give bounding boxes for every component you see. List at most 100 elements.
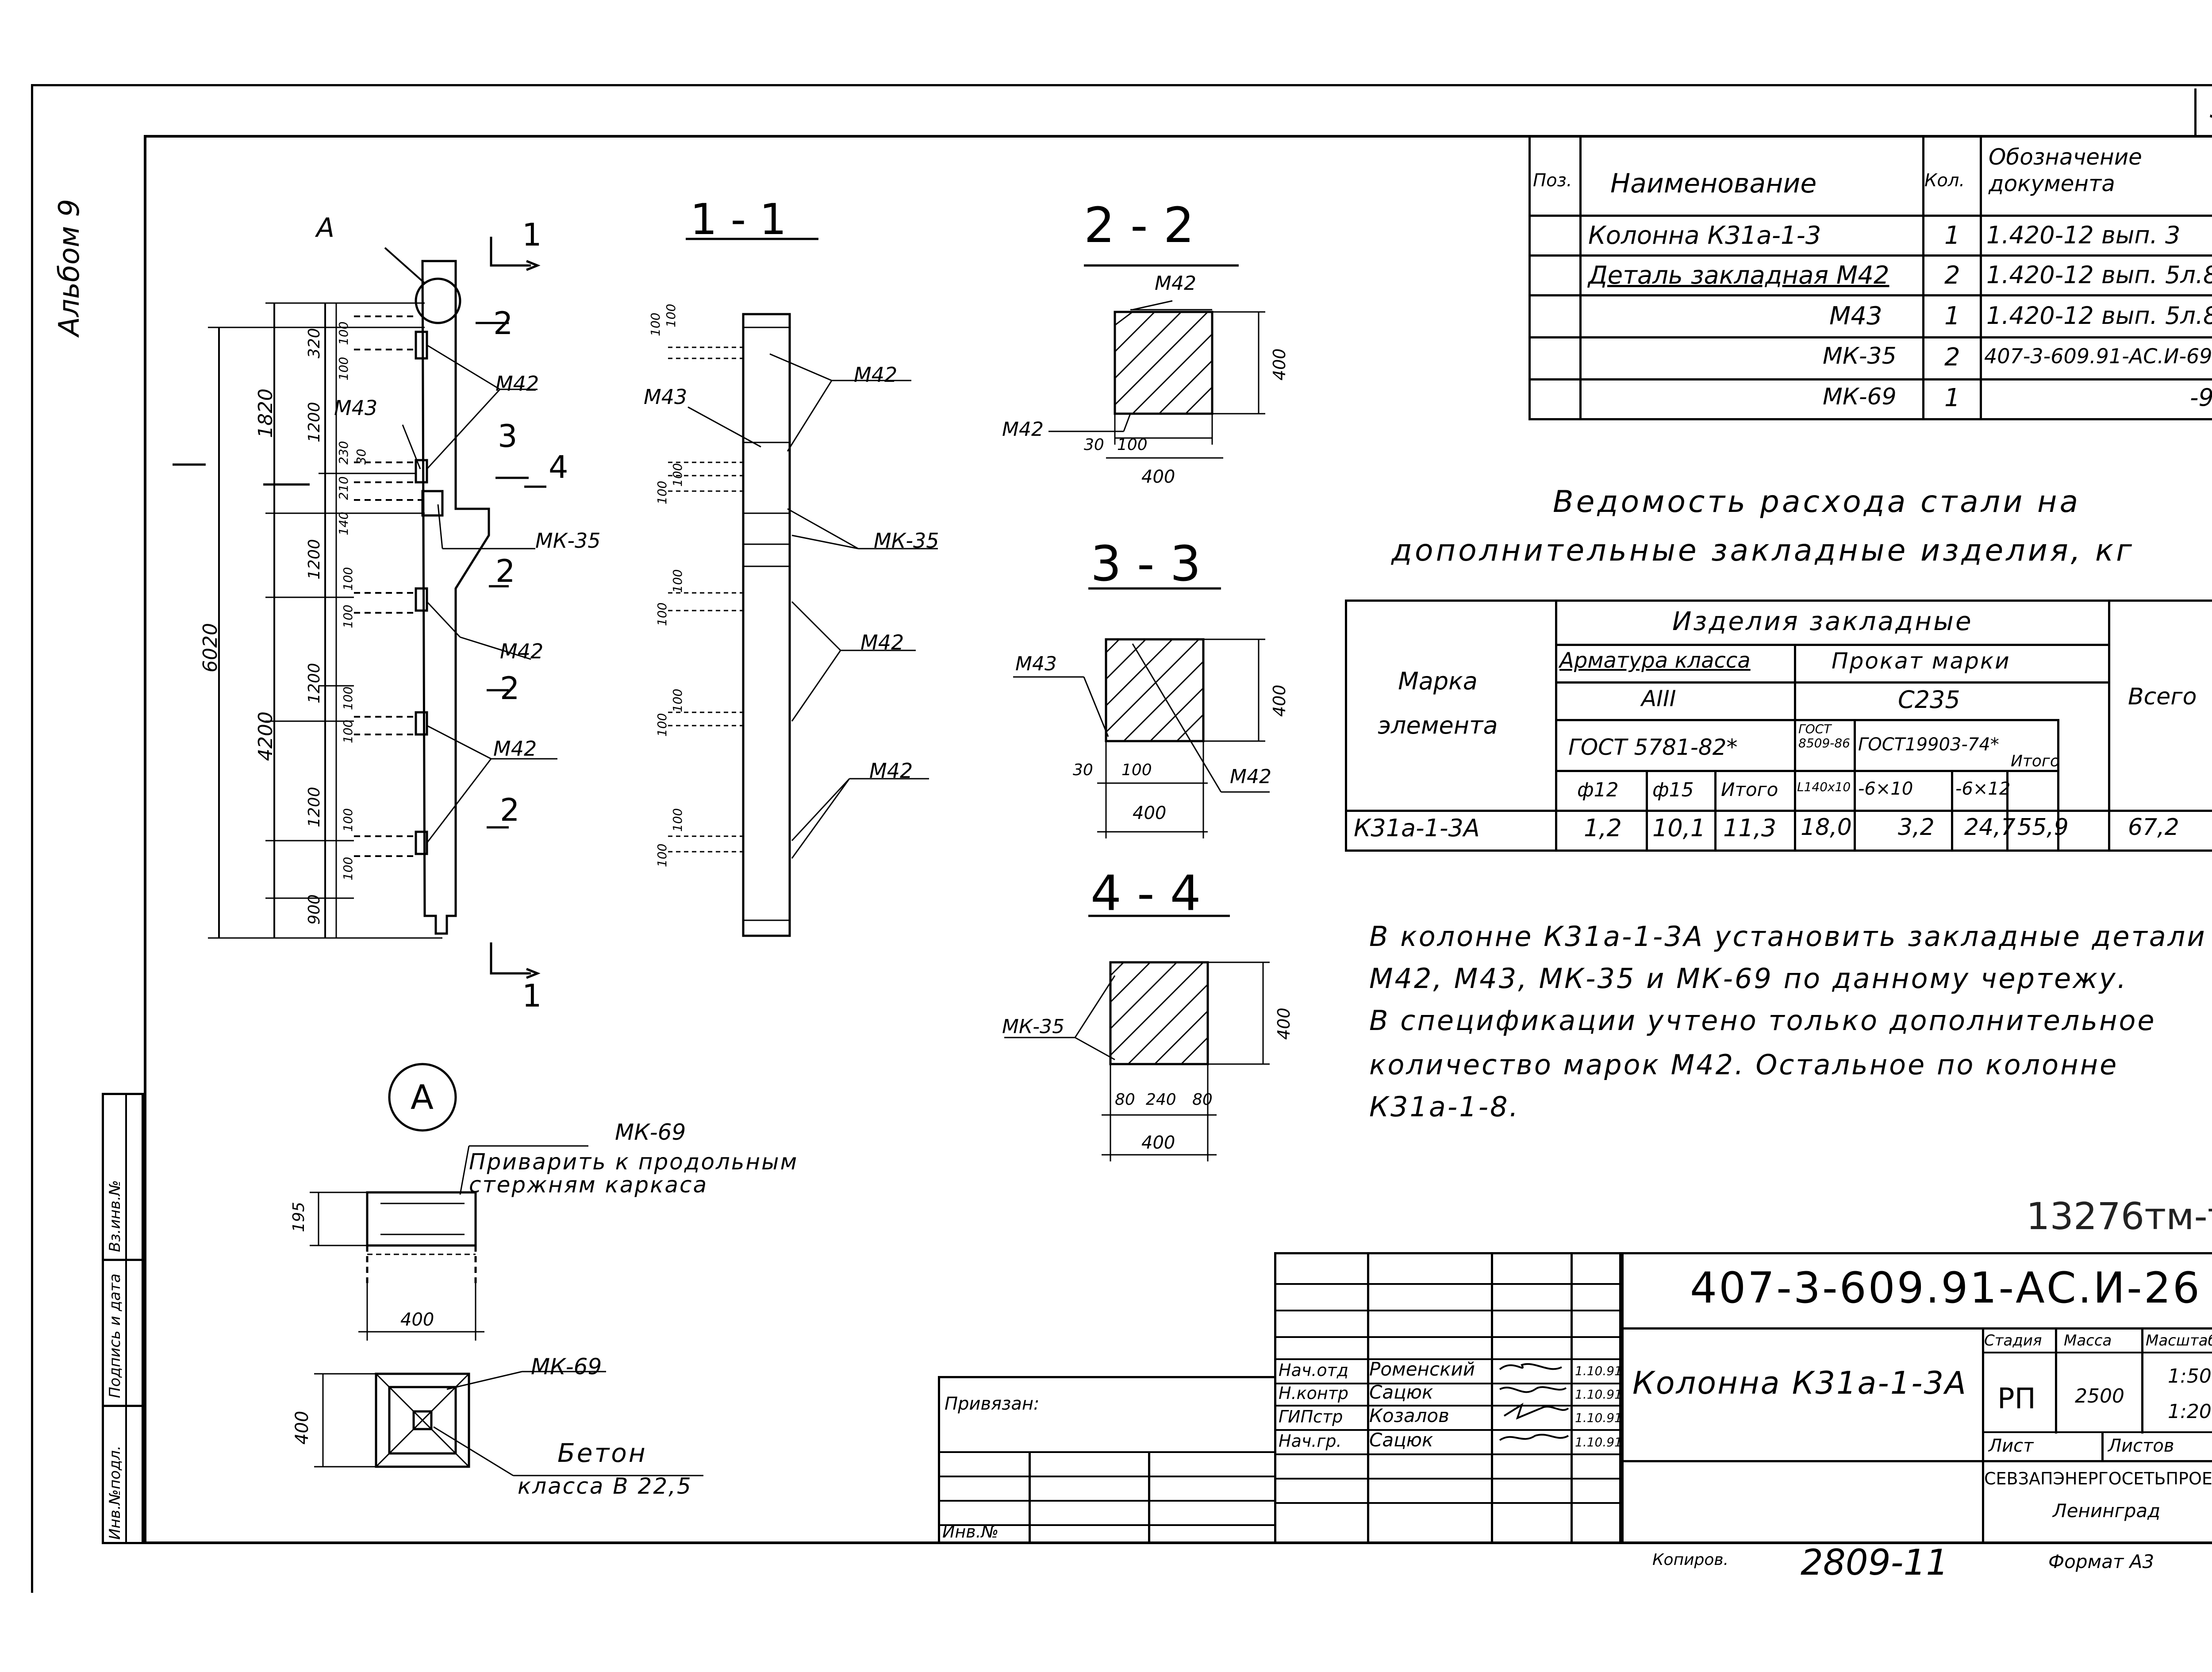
sec11-dim-1: 100: [648, 312, 663, 336]
detail-a-concrete-class: класса В 22,5: [518, 1473, 692, 1499]
side-stamp: [102, 1093, 144, 1544]
steel-h-mark: Марка элемента: [1378, 667, 1498, 739]
detail-a-dim-400-v: 400: [292, 1411, 312, 1445]
steel-row-angle: 18,0: [1801, 814, 1852, 841]
spec-row-2-name: Деталь закладная М42: [1588, 261, 1889, 290]
elev-dim-small-5: 140: [336, 511, 351, 535]
elev-dim-small-2: 100: [336, 357, 351, 381]
signer-4-date: 1.10.91: [1575, 1435, 1622, 1449]
detail-a-dim-195: 195: [290, 1202, 308, 1232]
sec33-title: 3 - 3: [1091, 535, 1201, 592]
sheet-number-box: [2194, 88, 2212, 137]
elev-dim-1200-b: 1200: [305, 539, 323, 580]
spec-row-3-qty: 1: [1944, 302, 1960, 331]
signer-3-name: Козалов: [1369, 1405, 1449, 1426]
sec44-dim-80b: 80: [1192, 1091, 1213, 1109]
spec-row-1-name: Колонна К31а-1-3: [1588, 221, 1821, 250]
scale-value-2: 1:20: [2168, 1400, 2212, 1423]
sec33-dim-100: 100: [1121, 761, 1152, 779]
elev-label-mk35: МК-35: [535, 529, 601, 553]
elev-dim-1200-c: 1200: [305, 663, 323, 703]
elev-dim-small-11: 100: [341, 808, 355, 832]
steel-title-line1: Ведомость расхода стали на: [1553, 484, 2081, 519]
elev-dim-small-4: 30: [354, 449, 369, 465]
sec44-dim-w: 400: [1141, 1133, 1175, 1153]
sec44-title: 4 - 4: [1091, 865, 1201, 922]
elev-dim-4200: 4200: [254, 711, 277, 761]
elev-label-m42-low: М42: [493, 737, 537, 761]
mass-value: 2500: [2075, 1385, 2124, 1407]
spec-row-5-name: МК-69: [1823, 384, 1897, 410]
sec33-dim-h: 400: [1270, 684, 1289, 717]
steel-h-total-all: Всего: [2128, 684, 2197, 710]
spec-header-qty: Кол.: [1924, 170, 1965, 191]
steel-row-6x12: 24,7: [1964, 814, 2016, 841]
steel-h-rolled: Прокат марки: [1832, 648, 2011, 674]
steel-h-items: Изделия закладные: [1672, 606, 1973, 636]
title-code: 407-3-609.91-АС.И-26: [1690, 1263, 2201, 1313]
sec11-label-m42-mid: М42: [860, 630, 904, 654]
steel-row-mark: К31а-1-3А: [1354, 814, 1480, 842]
spec-row-2-doc: 1.420-12 вып. 5л.8: [1986, 261, 2212, 289]
sec11-dim-10: 100: [670, 808, 685, 832]
sec22-dim-w: 400: [1141, 467, 1175, 487]
steel-row-f12: 1,2: [1584, 814, 1622, 842]
elev-dim-6020: 6020: [199, 623, 222, 673]
elev-dim-1200-d: 1200: [305, 787, 323, 827]
spec-row-3-name: М43: [1829, 302, 1882, 331]
steel-row-6x10: 3,2: [1898, 814, 1935, 841]
privyazan-block: [938, 1376, 1274, 1544]
steel-h-gost-19903: ГОСТ19903-74*: [1858, 734, 1999, 755]
note-line-1: В колонне К31а-1-3А установить закладные…: [1369, 920, 2207, 953]
sec11-title: 1 - 1: [690, 195, 787, 244]
title-name: Колонна К31а-1-3А: [1632, 1365, 1967, 1401]
elev-cut-2-top: 2: [493, 305, 513, 342]
steel-sub-6x10: -6×10: [1858, 779, 1913, 799]
elev-cut-2-bottom: 2: [500, 792, 520, 828]
steel-sub-angle: L140х10: [1797, 780, 1851, 794]
signatures: [1499, 1363, 1569, 1441]
sheet-header: Лист: [1989, 1436, 2034, 1456]
elev-label-m42-mid: М42: [500, 639, 544, 663]
steel-h-rebar-class: AIII: [1641, 686, 1676, 711]
elev-label-m42-top: М42: [495, 372, 539, 396]
elev-cut-1-bottom: 1: [522, 978, 542, 1014]
elev-dim-900: 900: [305, 894, 323, 925]
spec-row-5-qty: 1: [1944, 384, 1960, 412]
spec-row-4-doc: 407-3-609.91-АС.И-69: [1984, 344, 2212, 368]
elev-cut-3: 3: [498, 418, 518, 454]
signer-1-name: Роменский: [1369, 1358, 1475, 1380]
sec33-label-m43: М43: [1015, 653, 1057, 675]
elev-dim-small-3: 230: [336, 441, 351, 465]
steel-sub-f12: ф12: [1577, 779, 1619, 801]
signer-2-name: Сацюк: [1369, 1381, 1433, 1403]
steel-h-rolled-grade: С235: [1898, 686, 1960, 714]
steel-sub-f15: ф15: [1652, 779, 1694, 801]
spec-header-name: Наименование: [1610, 168, 1817, 199]
format-label: Формат А3: [2048, 1551, 2154, 1572]
elev-dim-small-10: 100: [341, 719, 355, 743]
steel-title-line2: дополнительные закладные изделия, кг: [1391, 533, 2135, 568]
detail-a-label-top: МК-69: [615, 1119, 686, 1145]
sec22-dim-100: 100: [1117, 436, 1148, 454]
steel-table: [1345, 600, 2212, 852]
elev-dim-small-7: 100: [341, 567, 355, 591]
sec44-dim-80a: 80: [1115, 1091, 1135, 1109]
sec44-dim-h: 400: [1274, 1007, 1294, 1040]
stage-value: РП: [1997, 1383, 2036, 1415]
signer-1-date: 1.10.91: [1575, 1364, 1622, 1378]
sec33-dim-30: 30: [1073, 761, 1093, 779]
spec-row-3-doc: 1.420-12 вып. 5л.8: [1986, 302, 2212, 330]
sec33-dim-w: 400: [1133, 803, 1167, 823]
sec11-label-m42-top: М42: [854, 363, 898, 387]
steel-row-itogo-rolled: 55,9: [2017, 814, 2069, 841]
sheet-outer-top-line: [31, 84, 2212, 86]
scale-header: Масштаб: [2146, 1332, 2212, 1349]
sec22-title: 2 - 2: [1084, 197, 1194, 254]
spec-row-2-qty: 2: [1944, 261, 1960, 290]
spec-row-1-doc: 1.420-12 вып. 3: [1986, 221, 2181, 249]
sec11-dim-4: 100: [670, 463, 685, 487]
sec33-label-m42: М42: [1230, 765, 1271, 788]
sheet-number: 31: [2210, 92, 2212, 125]
spec-row-1-qty: 1: [1944, 221, 1960, 250]
